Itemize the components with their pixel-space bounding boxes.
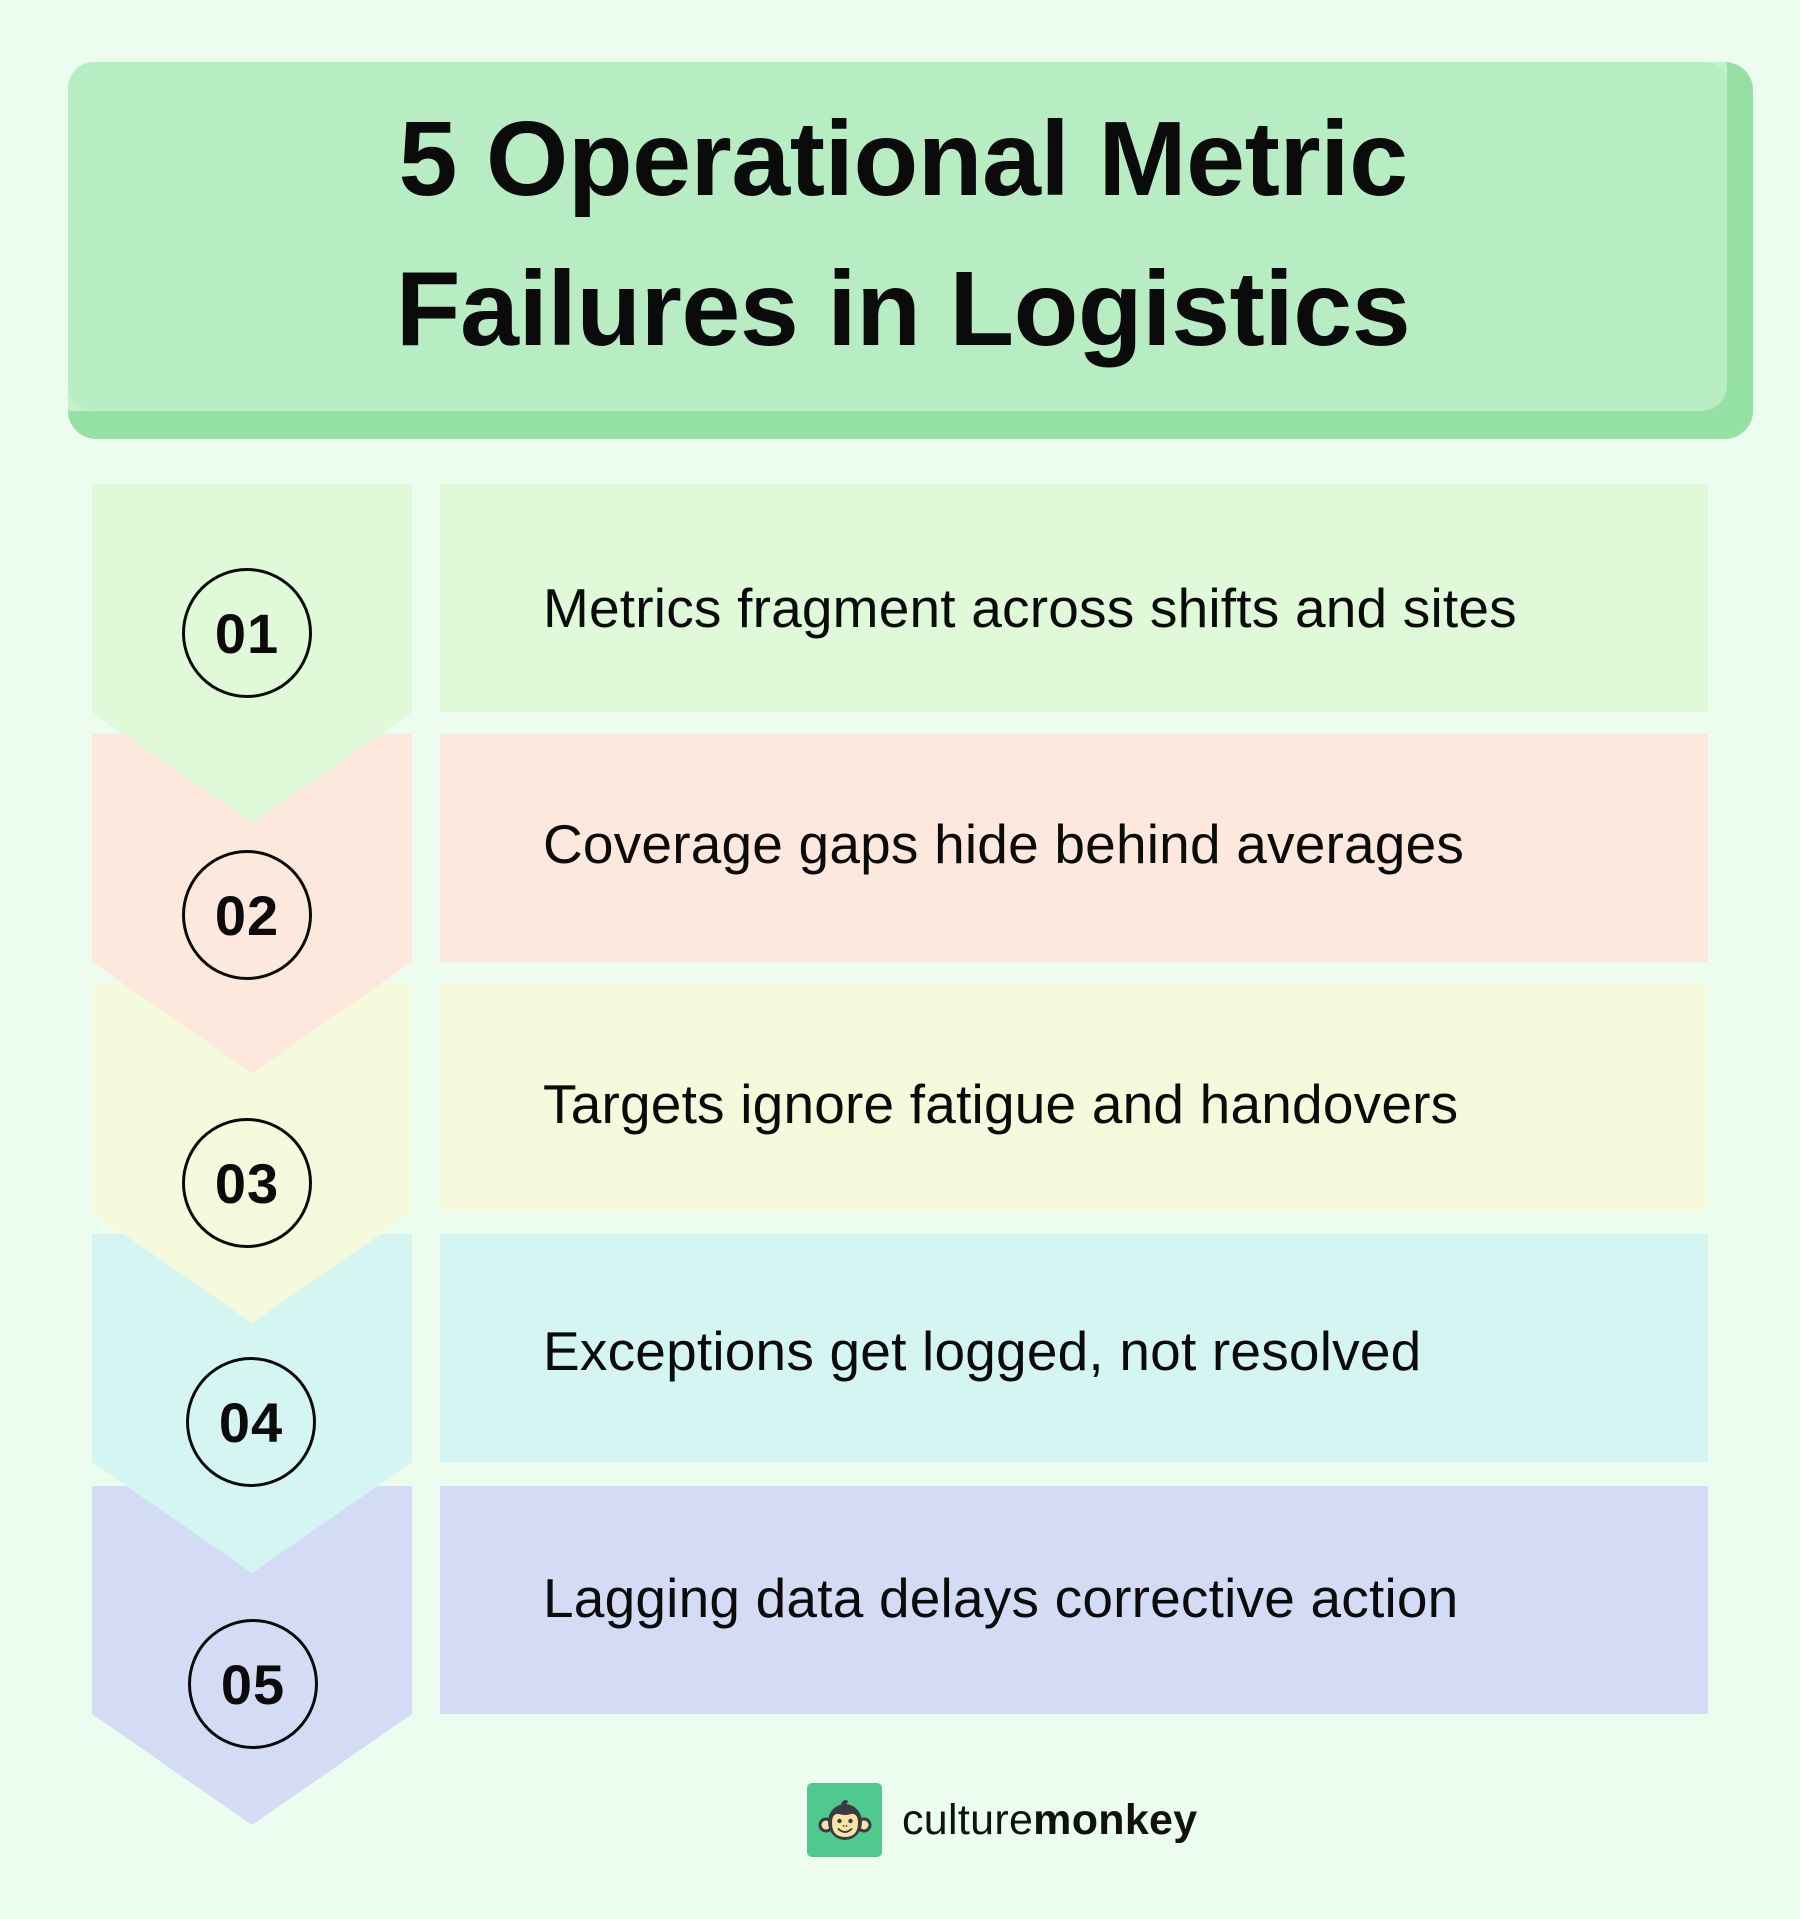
step-4-number: 04 [218, 1390, 284, 1454]
page-title: 5 Operational Metric Failures in Logisti… [68, 62, 1738, 411]
step-2-card: Coverage gaps hide behind averages [440, 734, 1708, 962]
brand-wordmark-culture: culture [902, 1795, 1034, 1844]
page-title-line-2: Failures in Logistics [395, 250, 1411, 368]
monkey-face-icon [818, 1800, 871, 1840]
step-4-card: Exceptions get logged, not resolved [440, 1234, 1708, 1462]
brand-logo: culturemonkey [807, 1783, 1197, 1857]
step-1-text: Metrics fragment across shifts and sites [543, 577, 1517, 639]
brand-wordmark: culturemonkey [902, 1796, 1197, 1845]
step-3-card: Targets ignore fatigue and handovers [440, 984, 1708, 1212]
step-5-card: Lagging data delays corrective action [440, 1486, 1708, 1714]
page-title-line-1: 5 Operational Metric [398, 100, 1408, 218]
step-2-number: 02 [214, 883, 280, 947]
step-5-text: Lagging data delays corrective action [543, 1567, 1459, 1629]
step-1-number-badge: 01 [182, 568, 312, 698]
step-5-number: 05 [220, 1652, 286, 1716]
step-3-number-badge: 03 [182, 1118, 312, 1248]
step-5-number-badge: 05 [188, 1619, 318, 1749]
step-1-number: 01 [214, 601, 280, 665]
title-banner-fill [68, 62, 1727, 411]
step-4-text: Exceptions get logged, not resolved [543, 1320, 1422, 1382]
step-4-number-badge: 04 [186, 1357, 316, 1487]
step-2-text: Coverage gaps hide behind averages [543, 813, 1465, 875]
step-1-card: Metrics fragment across shifts and sites [440, 484, 1708, 712]
logo-mark [807, 1783, 882, 1857]
brand-wordmark-monkey: monkey [1033, 1795, 1198, 1844]
step-3-number: 03 [214, 1151, 280, 1215]
step-3-text: Targets ignore fatigue and handovers [543, 1073, 1459, 1135]
step-2-number-badge: 02 [182, 850, 312, 980]
